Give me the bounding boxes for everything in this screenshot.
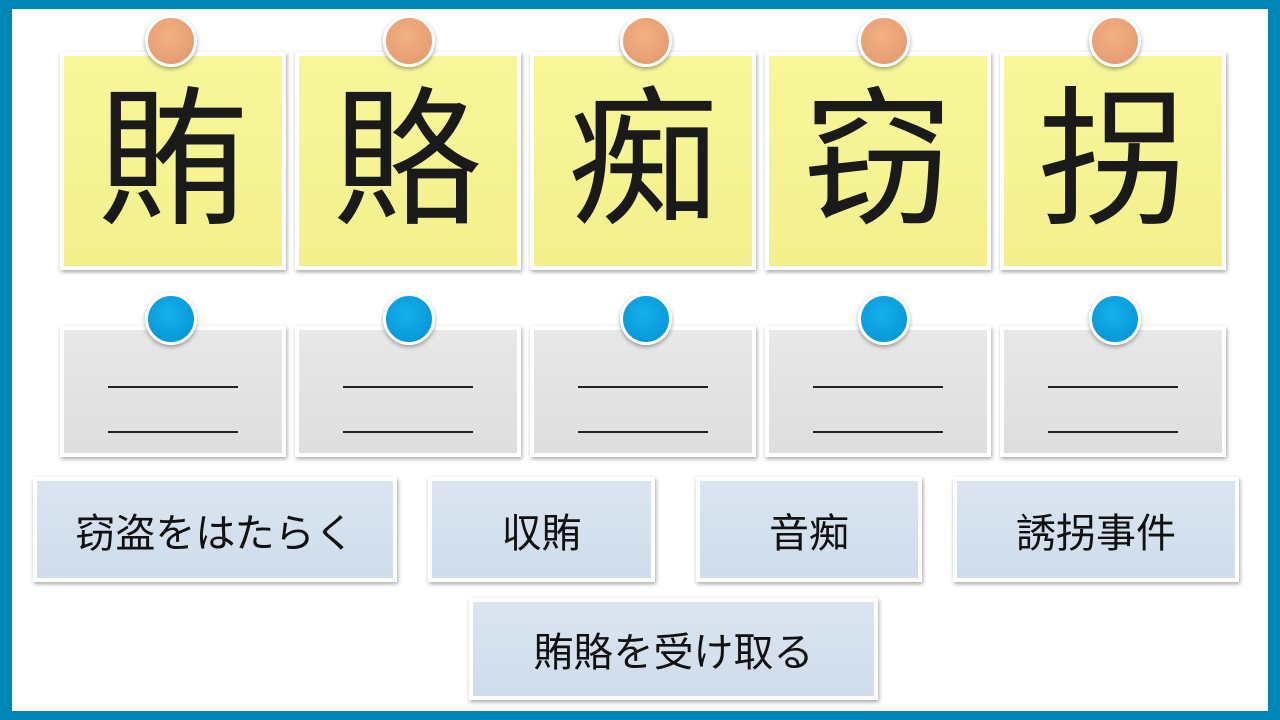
- answer-blank-slot[interactable]: [295, 326, 521, 457]
- answer-blank-slot[interactable]: [765, 326, 991, 457]
- kanji-card: 窃: [765, 52, 991, 270]
- blue-pin-icon: [620, 293, 672, 345]
- answer-card[interactable]: 収賄: [428, 477, 655, 582]
- blue-pin-icon: [1089, 293, 1141, 345]
- answer-card[interactable]: 窃盗をはたらく: [33, 477, 397, 582]
- orange-pin-icon: [858, 15, 910, 67]
- blue-pin-icon: [145, 293, 197, 345]
- orange-pin-icon: [383, 15, 435, 67]
- orange-pin-icon: [145, 15, 197, 67]
- blue-pin-icon: [858, 293, 910, 345]
- orange-pin-icon: [1089, 15, 1141, 67]
- answer-card[interactable]: 誘拐事件: [953, 477, 1239, 582]
- answer-card[interactable]: 音痴: [696, 477, 922, 582]
- answer-blank-slot[interactable]: [1000, 326, 1226, 457]
- answer-card[interactable]: 賄賂を受け取る: [469, 598, 878, 700]
- orange-pin-icon: [620, 15, 672, 67]
- answer-blank-slot[interactable]: [530, 326, 756, 457]
- kanji-card: 賄: [60, 52, 286, 270]
- kanji-card: 痴: [530, 52, 756, 270]
- answer-blank-slot[interactable]: [60, 326, 286, 457]
- kanji-card: 賂: [295, 52, 521, 270]
- kanji-card: 拐: [1000, 52, 1226, 270]
- blue-pin-icon: [383, 293, 435, 345]
